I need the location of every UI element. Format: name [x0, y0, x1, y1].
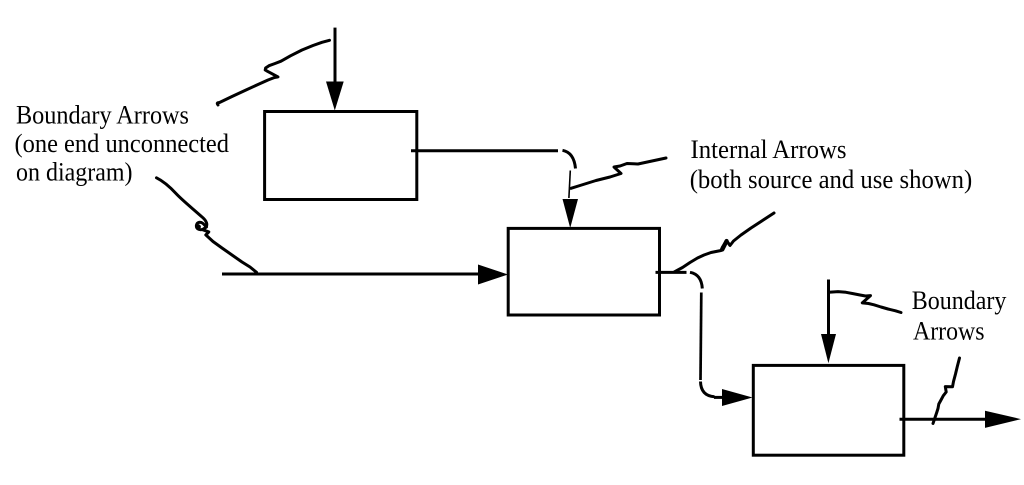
svg-text:Boundary Arrows: Boundary Arrows: [16, 100, 189, 130]
svg-text:(one end unconnected: (one end unconnected: [15, 128, 230, 158]
svg-text:Internal Arrows: Internal Arrows: [691, 134, 847, 164]
svg-text:(both source and use shown): (both source and use shown): [690, 164, 973, 194]
svg-text:Boundary: Boundary: [912, 285, 1007, 315]
svg-text:Arrows: Arrows: [913, 315, 985, 345]
svg-text:on diagram): on diagram): [16, 156, 133, 186]
